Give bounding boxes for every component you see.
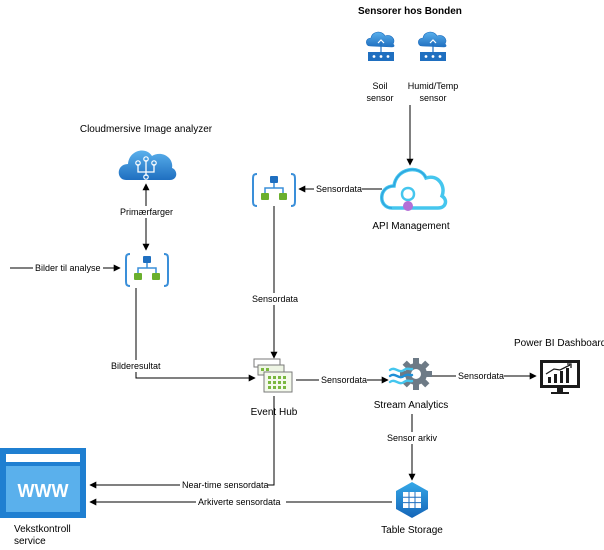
table-storage-icon [396, 482, 428, 518]
svg-text:WWW: WWW [18, 481, 69, 501]
label-arkiverte: Arkiverte sensordata [198, 497, 281, 507]
sensors-title: Sensorer hos Bonden [358, 6, 462, 17]
label-logic-to-hub: Sensordata [252, 294, 298, 304]
label-sensor-arkiv: Sensor arkiv [387, 433, 438, 443]
edges [10, 105, 537, 506]
edge-near-time [89, 396, 275, 489]
label-near-time: Near-time sensordata [182, 480, 269, 490]
api-management-icon [380, 167, 448, 211]
edge-labels: Sensordata Primærfarger Bilder til analy… [33, 183, 504, 508]
event-hub-label: Event Hub [251, 407, 298, 418]
logic-app-image-icon [125, 253, 169, 287]
humid-sensor-icon [418, 31, 447, 61]
cloudmersive-label: Cloudmersive Image analyzer [80, 124, 213, 135]
label-bilder-til-analyse: Bilder til analyse [35, 263, 101, 273]
event-hub-icon [253, 358, 293, 393]
logic-app-sensor-icon [252, 173, 296, 207]
label-apim-to-logic: Sensordata [316, 184, 362, 194]
web-app-www-icon: WWW [0, 448, 86, 518]
power-bi-dashboard-icon [540, 360, 580, 394]
label-hub-to-stream: Sensordata [321, 375, 367, 385]
label-primaerfarger: Primærfarger [120, 207, 173, 217]
stream-analytics-icon [388, 358, 432, 390]
table-storage-label: Table Storage [381, 525, 443, 536]
stream-analytics-label: Stream Analytics [374, 400, 448, 411]
api-management-label: API Management [372, 221, 449, 232]
edge-bilderesultat [135, 288, 256, 382]
power-bi-label: Power BI Dashboard [514, 338, 604, 349]
label-bilderesultat: Bilderesultat [111, 361, 161, 371]
label-stream-to-powerbi: Sensordata [458, 371, 504, 381]
cognitive-service-icon [118, 150, 177, 180]
soil-sensor-icon [366, 31, 395, 61]
